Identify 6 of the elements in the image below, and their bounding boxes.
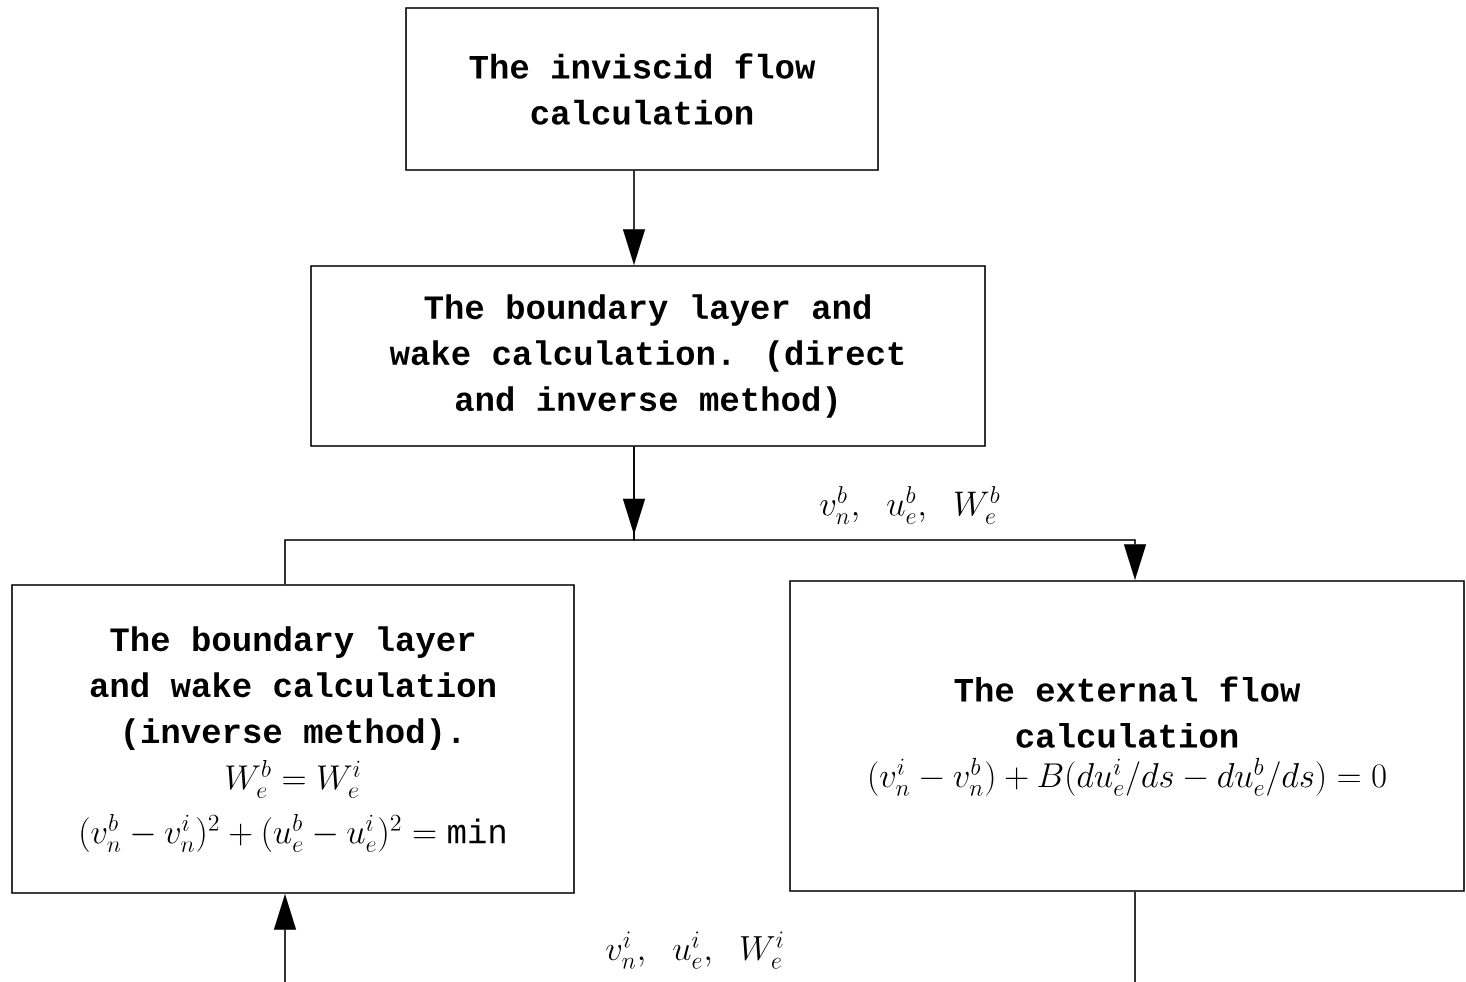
variable-label: $v_{n}^{i},\ u_{e}^{i},\ W_{e}^{i}$	[606, 931, 783, 969]
process-box: The boundary layer and wake calculation. (direct and inverse method)	[310, 265, 986, 447]
variable-label: $v_{n}^{b},\ u_{e}^{b},\ W_{e}^{b}$	[820, 486, 1000, 525]
process-box: The inviscid flow calculation	[405, 7, 879, 171]
process-box: The external flow calculation $(v_{n}^{i}-v_{n}^{b})+B(du_{e}^{i}/ds-du_{e}^{b}/ds)=0$	[789, 580, 1465, 892]
process-box: The boundary layer and wake calculation (inverse method). $W_{e}^{b}= W_{e}^{i}$ $(v_{n}^{b}-v_{n}^{i})^{2}+(u_{e}^{b}-u_{e}^{i})^{2}=\mathrm{min}$	[11, 584, 575, 894]
